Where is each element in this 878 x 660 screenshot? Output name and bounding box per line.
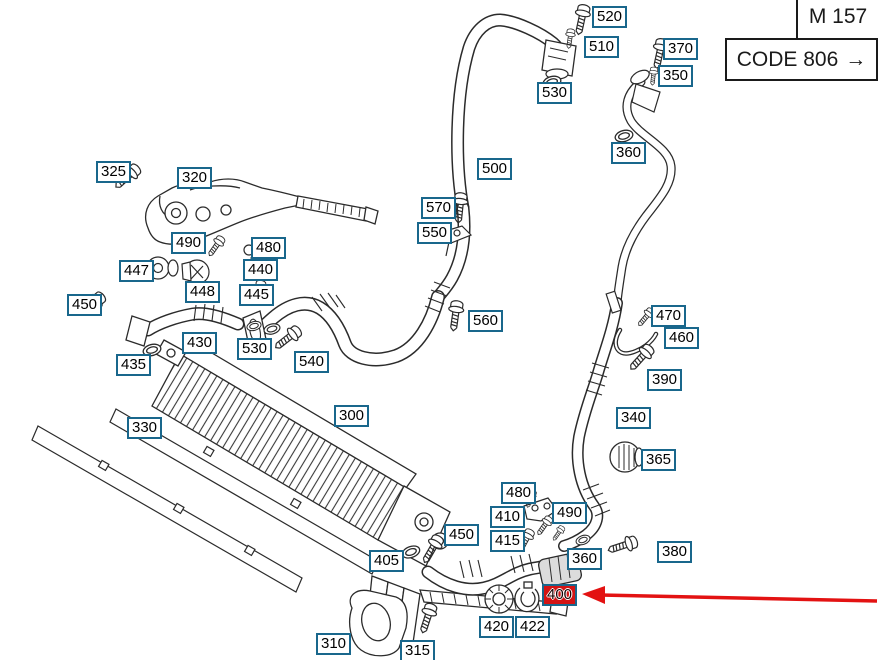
part-label-430[interactable]: 430 — [182, 332, 218, 354]
part-label-330[interactable]: 330 — [127, 417, 163, 439]
part-label-422[interactable]: 422 — [515, 616, 551, 638]
code-box: CODE 806 → — [725, 38, 878, 81]
highlight-arrow — [582, 586, 878, 604]
header-divider-line — [796, 0, 798, 38]
part-label-365[interactable]: 365 — [641, 449, 677, 471]
engine-model-text: M 157 — [808, 5, 868, 28]
part-label-410[interactable]: 410 — [490, 506, 526, 528]
part-label-435[interactable]: 435 — [116, 354, 152, 376]
part-label-440[interactable]: 440 — [243, 259, 279, 281]
code-arrow-icon: → — [845, 47, 867, 71]
part-label-325[interactable]: 325 — [96, 161, 132, 183]
clamps-420-422 — [484, 581, 540, 614]
code-text: CODE 806 — [736, 47, 839, 71]
part-label-445[interactable]: 445 — [239, 284, 275, 306]
part-label-450-upper[interactable]: 450 — [67, 294, 103, 316]
bracket-320 — [144, 178, 379, 245]
part-label-480-lower[interactable]: 480 — [501, 482, 537, 504]
part-label-360-lower[interactable]: 360 — [567, 548, 603, 570]
part-label-540[interactable]: 540 — [294, 351, 330, 373]
part-label-550[interactable]: 550 — [417, 222, 453, 244]
part-label-490-upper[interactable]: 490 — [171, 232, 207, 254]
part-label-400[interactable]: 400 — [542, 584, 578, 606]
part-label-510[interactable]: 510 — [584, 36, 620, 58]
part-label-448[interactable]: 448 — [185, 281, 221, 303]
part-label-420[interactable]: 420 — [479, 616, 515, 638]
seal-strips — [31, 408, 379, 593]
part-label-470[interactable]: 470 — [651, 305, 687, 327]
part-label-460[interactable]: 460 — [664, 327, 700, 349]
part-label-310[interactable]: 310 — [316, 633, 352, 655]
part-label-380[interactable]: 380 — [657, 541, 693, 563]
part-label-300[interactable]: 300 — [334, 405, 370, 427]
part-label-415[interactable]: 415 — [490, 530, 526, 552]
grommet-365 — [609, 441, 644, 473]
part-label-340[interactable]: 340 — [616, 407, 652, 429]
part-label-530-mid[interactable]: 530 — [237, 338, 273, 360]
part-label-360-upper[interactable]: 360 — [611, 142, 647, 164]
part-label-390[interactable]: 390 — [647, 369, 683, 391]
part-label-320[interactable]: 320 — [177, 167, 213, 189]
part-label-480-upper[interactable]: 480 — [251, 237, 287, 259]
hose-430 — [242, 281, 451, 367]
elbow-hose-left — [125, 303, 245, 347]
part-label-530-top[interactable]: 530 — [537, 82, 573, 104]
part-label-500[interactable]: 500 — [477, 158, 513, 180]
part-label-450-lower[interactable]: 450 — [444, 524, 480, 546]
part-label-570[interactable]: 570 — [421, 197, 457, 219]
part-label-350[interactable]: 350 — [658, 65, 694, 87]
part-label-520[interactable]: 520 — [592, 6, 628, 28]
part-label-447[interactable]: 447 — [119, 260, 155, 282]
part-label-370[interactable]: 370 — [663, 38, 699, 60]
part-label-405[interactable]: 405 — [369, 550, 405, 572]
part-label-490-lower[interactable]: 490 — [552, 502, 588, 524]
part-label-315[interactable]: 315 — [400, 640, 436, 660]
part-label-560[interactable]: 560 — [468, 310, 504, 332]
radiator — [151, 339, 451, 567]
